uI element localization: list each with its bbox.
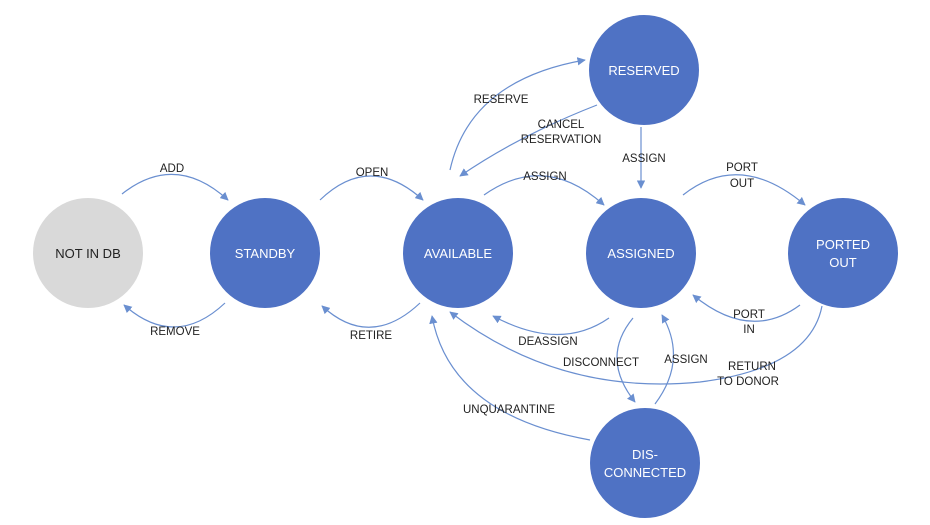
edge-cancel-reservation xyxy=(459,104,598,177)
state-label: ASSIGNED xyxy=(607,246,674,261)
edge-remove xyxy=(123,302,226,328)
edge-add xyxy=(121,173,229,201)
edge-port-in xyxy=(692,294,801,322)
edge-open xyxy=(319,175,424,201)
label-port-in-line1: PORT xyxy=(733,309,765,321)
label-reserve: RESERVE xyxy=(474,94,529,106)
state-label-line1: PORTED xyxy=(816,237,870,252)
state-available: AVAILABLE xyxy=(403,198,513,308)
state-standby: STANDBY xyxy=(210,198,320,308)
state-label-line1: DIS- xyxy=(632,447,658,462)
label-return-to-donor-line1: RETURN xyxy=(728,361,776,373)
label-port-out-line2: OUT xyxy=(730,178,754,190)
state-reserved: RESERVED xyxy=(589,15,699,125)
label-retire: RETIRE xyxy=(350,330,393,342)
edge-assign-from-available xyxy=(483,175,605,206)
edge-disconnect xyxy=(616,317,636,403)
state-circle xyxy=(586,198,696,308)
edge-port-out xyxy=(682,174,806,206)
edge-deassign xyxy=(492,315,610,336)
label-add: ADD xyxy=(160,163,184,175)
edge-unquarantine xyxy=(429,315,591,441)
edge-return-to-donor xyxy=(449,305,823,385)
state-label-line2: OUT xyxy=(829,255,857,270)
state-circle xyxy=(403,198,513,308)
state-label: RESERVED xyxy=(608,63,679,78)
state-label: AVAILABLE xyxy=(424,246,492,261)
label-assign-from-available: ASSIGN xyxy=(523,171,566,183)
state-circle xyxy=(589,15,699,125)
label-remove: REMOVE xyxy=(150,326,200,338)
state-circle xyxy=(33,198,143,308)
label-unquarantine: UNQUARANTINE xyxy=(463,404,555,416)
state-disconnected: DIS- CONNECTED xyxy=(590,408,700,518)
state-assigned: ASSIGNED xyxy=(586,198,696,308)
state-circle xyxy=(788,198,898,308)
label-return-to-donor-line2: TO DONOR xyxy=(717,376,779,388)
state-circle xyxy=(590,408,700,518)
label-cancel-reservation-line1: CANCEL xyxy=(538,119,585,131)
label-assign-from-disconnected: ASSIGN xyxy=(664,354,707,366)
label-deassign: DEASSIGN xyxy=(518,336,577,348)
edge-reserve xyxy=(449,57,586,171)
state-label: NOT IN DB xyxy=(55,246,121,261)
state-label: STANDBY xyxy=(235,246,296,261)
edge-assign-from-disconnected xyxy=(654,314,675,405)
label-cancel-reservation-line2: RESERVATION xyxy=(521,134,602,146)
label-port-in-line2: IN xyxy=(743,324,755,336)
state-not-in-db: NOT IN DB xyxy=(33,198,143,308)
state-circle xyxy=(210,198,320,308)
label-assign-from-reserved: ASSIGN xyxy=(622,153,665,165)
label-port-out-line1: PORT xyxy=(726,162,758,174)
state-ported-out: PORTED OUT xyxy=(788,198,898,308)
edge-retire xyxy=(321,302,421,328)
label-disconnect: DISCONNECT xyxy=(563,357,639,369)
state-label-line2: CONNECTED xyxy=(604,465,686,480)
label-open: OPEN xyxy=(356,167,389,179)
